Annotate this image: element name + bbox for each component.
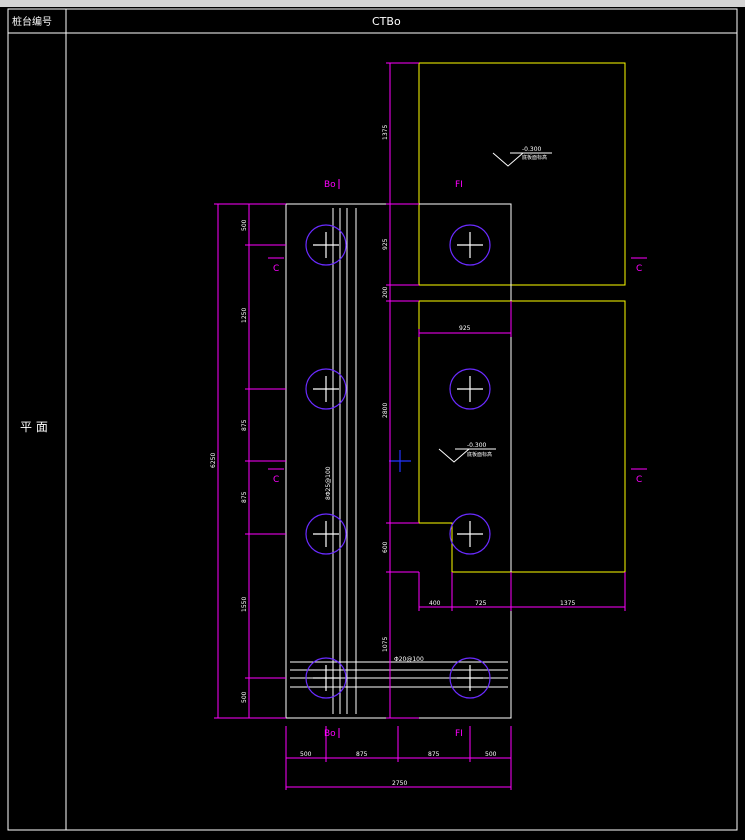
dim-left-500-bot: 500 <box>241 691 248 703</box>
section-left-upper: C <box>273 264 279 274</box>
level-lower-value: -0.300 <box>467 442 487 449</box>
dim-bot-total: 2750 <box>392 780 407 787</box>
pile-right-4 <box>449 657 491 699</box>
level-symbol-lower <box>438 448 496 463</box>
pile-left-2 <box>305 368 347 410</box>
dim-mid-925: 925 <box>382 238 389 250</box>
pile-right-2 <box>449 368 491 410</box>
dim-right-400: 400 <box>429 600 441 607</box>
header-label: 桩台编号 <box>12 15 52 28</box>
axis-label-top-left: Bo <box>324 180 336 190</box>
window-top-bar <box>0 0 745 7</box>
axis-label-bottom-left: Bo <box>324 729 336 739</box>
dim-mid-600: 600 <box>382 541 389 553</box>
dim-left-1250: 1250 <box>241 308 248 323</box>
drawing-title: CTBo <box>372 15 401 28</box>
rebar-vertical-label: 8Φ25@100 <box>325 466 332 500</box>
section-left-lower: C <box>273 475 279 485</box>
dim-left-total: 6250 <box>210 453 217 468</box>
dimension-lines <box>214 62 626 790</box>
axis-label-top-right: FI <box>455 180 463 190</box>
dim-right-725: 725 <box>475 600 487 607</box>
axis-label-bottom-right: FI <box>455 729 463 739</box>
section-markers <box>268 257 647 470</box>
level-symbol-upper <box>492 152 552 167</box>
dim-bot-875-a: 875 <box>356 751 368 758</box>
dim-bot-500-a: 500 <box>300 751 312 758</box>
dim-right-1375: 1375 <box>560 600 575 607</box>
dim-bot-500-b: 500 <box>485 751 497 758</box>
rebar-horizontal-label: Φ20@100 <box>394 656 424 663</box>
dim-left-500-top: 500 <box>241 219 248 231</box>
dim-mid-200: 200 <box>382 286 389 298</box>
vertical-rebar-lines <box>332 208 357 714</box>
dim-mid-1075: 1075 <box>382 637 389 652</box>
dim-bot-875-b: 875 <box>428 751 440 758</box>
section-right-lower: C <box>636 475 642 485</box>
axis-cross-marker <box>389 450 411 472</box>
pile-group <box>305 224 491 699</box>
dim-left-1550: 1550 <box>241 597 248 612</box>
pile-left-3 <box>305 513 347 555</box>
horizontal-rebar-lines <box>290 661 508 688</box>
row-label-plan: 平 面 <box>20 420 48 434</box>
dim-left-875-b: 875 <box>241 491 248 503</box>
pile-left-1 <box>305 224 347 266</box>
pile-right-1 <box>449 224 491 266</box>
upper-slab-outline <box>418 62 626 286</box>
level-lower-note: 底板面标高 <box>467 451 492 458</box>
dim-inner-925: 925 <box>459 325 471 332</box>
dim-mid-2800: 2800 <box>382 403 389 418</box>
pile-right-3 <box>449 513 491 555</box>
dim-mid-1375: 1375 <box>382 125 389 140</box>
section-right-upper: C <box>636 264 642 274</box>
level-upper-value: -0.300 <box>522 146 542 153</box>
pile-left-4 <box>305 657 347 699</box>
dim-left-875-a: 875 <box>241 419 248 431</box>
level-upper-note: 底板面标高 <box>522 154 547 161</box>
table-frame <box>7 8 738 831</box>
